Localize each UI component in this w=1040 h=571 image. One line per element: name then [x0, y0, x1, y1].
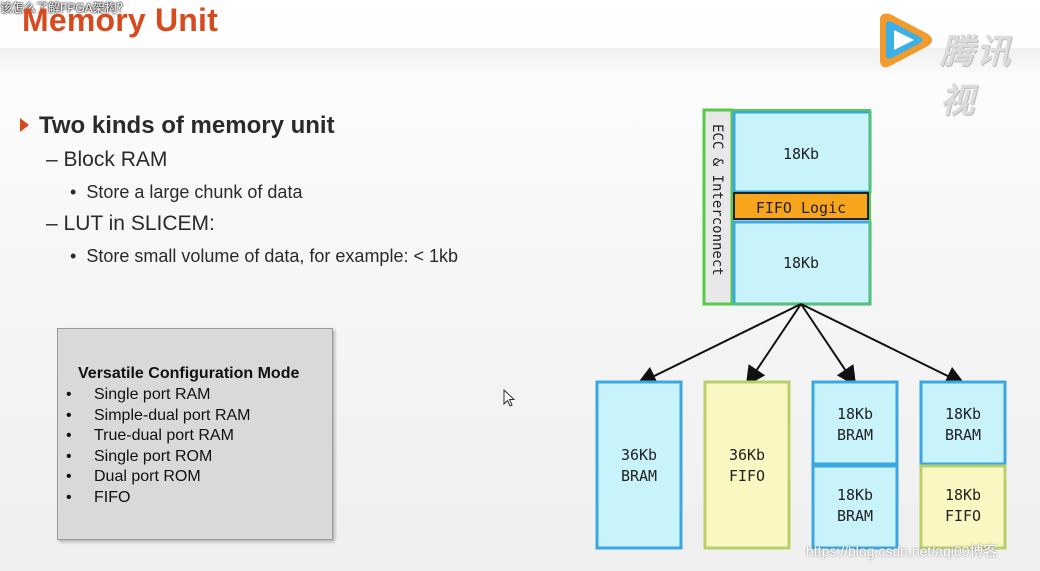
list-item-text: Single port RAM [94, 386, 211, 403]
bullet-heading: Two kinds of memory unit [20, 112, 335, 140]
list-item-text: Simple-dual port RAM [94, 406, 251, 424]
config-mode-box: Versatile Configuration Mode •Single por… [57, 328, 333, 540]
list-item: •FIFO [66, 488, 131, 506]
box3-bottom-line1: 18Kb [837, 486, 873, 504]
box2-line2: FIFO [729, 467, 765, 485]
list-item-text: Single port ROM [94, 447, 213, 465]
watermark: https://blog.csdn.net/aqi00博客 [806, 543, 998, 559]
top-bram-upper [732, 110, 872, 194]
fifo-logic-label: FIFO Logic [756, 199, 846, 217]
box1-line1: 36Kb [621, 446, 657, 464]
bullet-heading-text: Two kinds of memory unit [39, 112, 335, 139]
list-item: •True-dual port RAM [66, 427, 234, 444]
config-box-title: Versatile Configuration Mode [78, 365, 300, 382]
box3-bottom-line2: BRAM [837, 507, 873, 525]
list-item: •Simple-dual port RAM [66, 406, 251, 424]
ecc-label: ECC & Interconnect [709, 124, 725, 276]
list-item: •Single port ROM [66, 447, 213, 465]
list-item: •Single port RAM [66, 386, 211, 403]
slide-title: Memory Unit [22, 2, 218, 38]
top-lower-label: 18Kb [783, 254, 819, 272]
title-divider [0, 48, 1040, 74]
top-outer-border [703, 109, 871, 305]
list-item: •Dual port ROM [66, 468, 201, 485]
list-item-text: FIFO [94, 488, 131, 506]
arrow-to-36kb-bram [636, 303, 802, 385]
box4-top-line1: 18Kb [945, 405, 981, 423]
config-mode-list: •Single port RAM •Simple-dual port RAM •… [66, 385, 251, 508]
bullet-lut-detail: •Store small volume of data, for example… [70, 246, 458, 266]
arrow-to-18kb-bram-pair [800, 303, 857, 387]
bullet-lut-detail-text: Store small volume of data, for example:… [86, 246, 458, 266]
box2-line1: 36Kb [729, 446, 765, 464]
top-upper-label: 18Kb [783, 145, 819, 163]
box-36kb-fifo [703, 380, 791, 550]
ecc-interconnect-frame [702, 108, 734, 306]
bullet-lut: – LUT in SLICEM: [46, 212, 215, 235]
video-caption: 该怎么了解FPGA架构？ [0, 1, 129, 15]
list-item-text: True-dual port RAM [94, 427, 234, 444]
box-18kb-fifo [919, 464, 1007, 550]
play-icon [880, 13, 932, 68]
box-18kb-bram [919, 380, 1007, 466]
box-36kb-bram [595, 380, 683, 550]
tencent-video-logo [880, 13, 932, 68]
box3-top-line1: 18Kb [837, 405, 873, 423]
box-18kb-bram-lower [811, 464, 899, 550]
box4-bottom-line2: FIFO [945, 507, 981, 525]
arrow-to-36kb-fifo [745, 303, 802, 387]
box1-line2: BRAM [621, 467, 657, 485]
box-18kb-bram-upper [811, 380, 899, 466]
fifo-logic-block [733, 192, 869, 220]
bullet-block-ram-detail: •Store a large chunk of data [70, 182, 303, 202]
bullet-block-ram-detail-text: Store a large chunk of data [86, 182, 303, 202]
list-item-text: Dual port ROM [94, 468, 201, 485]
bullet-block-ram: – Block RAM [46, 148, 168, 171]
chevron-right-icon [20, 117, 29, 132]
arrow-to-18kb-bram-fifo [800, 303, 966, 385]
box4-bottom-line1: 18Kb [945, 486, 981, 504]
logo-text: 腾讯视 [940, 33, 1012, 120]
box4-top-line2: BRAM [945, 426, 981, 444]
box3-top-line2: BRAM [837, 426, 873, 444]
mouse-cursor-icon [503, 389, 516, 407]
